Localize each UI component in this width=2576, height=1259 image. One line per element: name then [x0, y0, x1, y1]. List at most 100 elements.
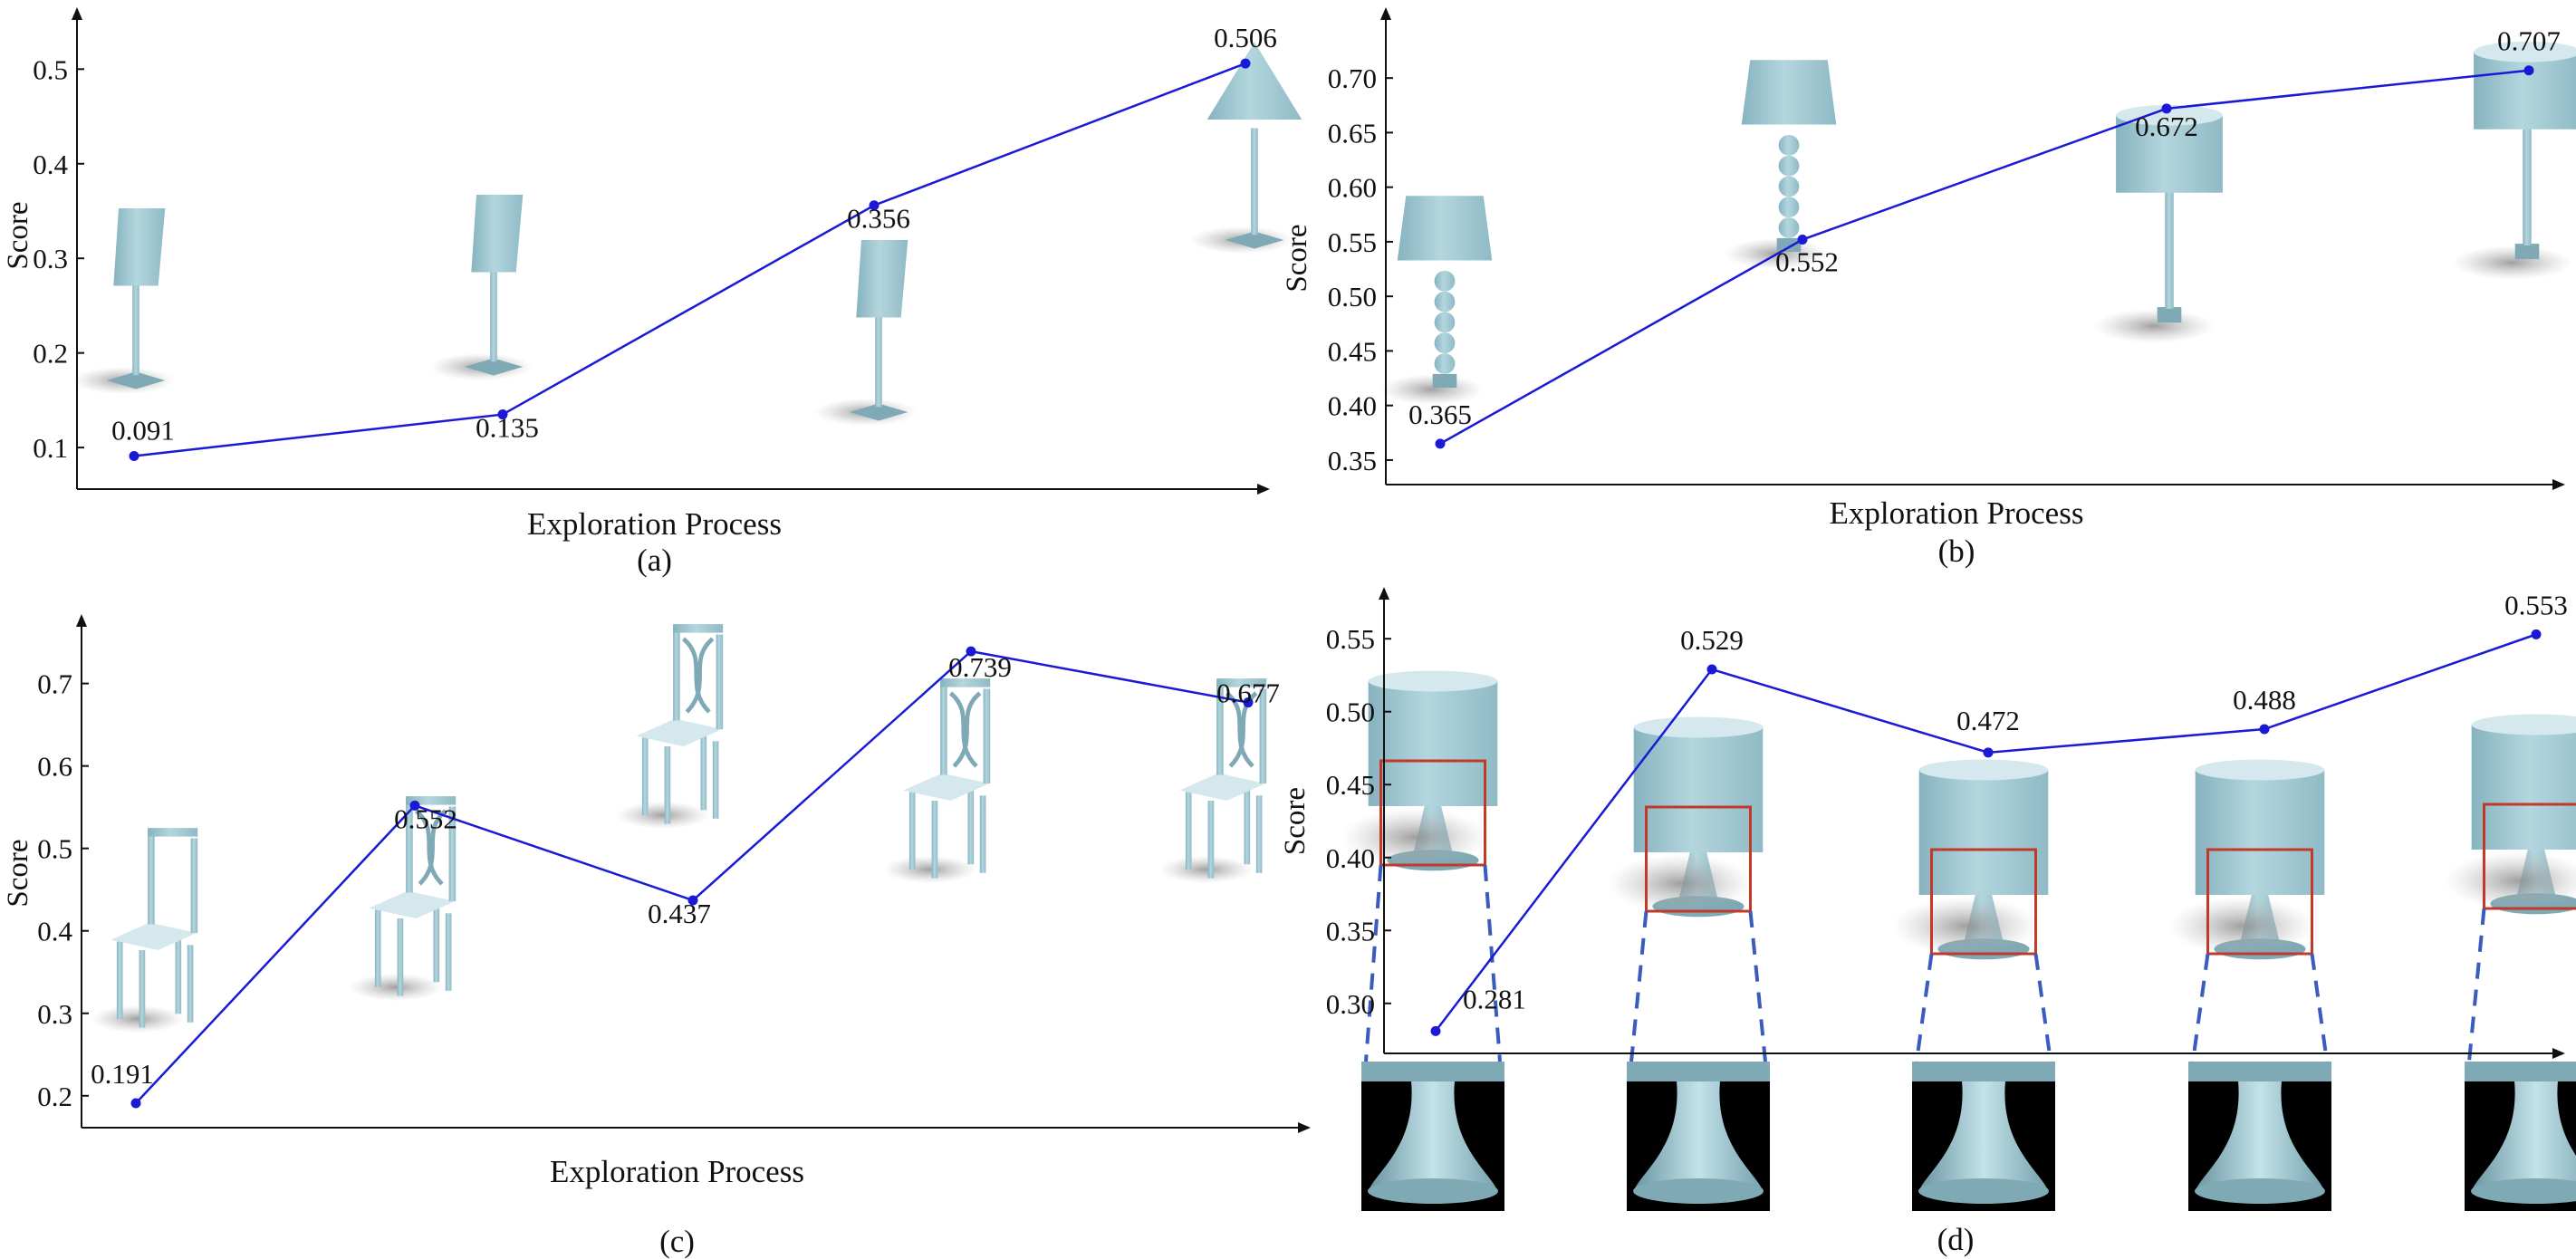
series-line	[133, 62, 1246, 457]
chair-ornament	[685, 637, 715, 714]
inset-stem	[1370, 1081, 1496, 1188]
lamp-shade	[1206, 42, 1302, 120]
lamp-shade	[1633, 727, 1764, 852]
zoom-inset	[1627, 1062, 1770, 1211]
data-point	[1430, 1025, 1441, 1036]
thumbnail-lamp-pyramid	[1189, 42, 1302, 255]
data-point	[1983, 747, 1994, 758]
lamp-bead	[1434, 332, 1456, 354]
data-label: 0.672	[2135, 111, 2198, 142]
chair-top-rail	[1216, 678, 1267, 687]
data-point	[130, 1098, 141, 1109]
data-label: 0.472	[1956, 705, 2020, 736]
series-line	[135, 649, 1249, 1104]
lamp-bead	[1434, 353, 1456, 374]
lamp-bead	[1778, 176, 1800, 197]
thumbnails	[1341, 670, 2576, 1211]
lamp-shade	[1918, 770, 2049, 895]
lamp-bead	[1778, 155, 1800, 177]
lamp-shade-top	[1368, 670, 1498, 692]
y-tick-label: 0.5	[33, 53, 68, 85]
lamp-base	[2157, 307, 2182, 323]
thumbnail-lamp-square	[813, 240, 918, 427]
lamp-base	[1225, 231, 1284, 249]
data-label: 0.707	[2497, 25, 2561, 57]
lamp-shade	[2474, 52, 2576, 130]
data-label: 0.529	[1680, 624, 1744, 656]
shadow	[90, 1004, 186, 1033]
chair-leg	[700, 732, 707, 811]
chair-seat	[369, 890, 456, 918]
chair-leg	[664, 746, 671, 824]
inset-stem	[1635, 1081, 1762, 1188]
y-tick-label: 0.2	[33, 338, 68, 370]
data-point	[409, 800, 420, 811]
shadow	[1892, 897, 2039, 956]
y-tick-label: 0.35	[1328, 445, 1377, 476]
zoom-inset	[1361, 1062, 1504, 1211]
data-label: 0.506	[1214, 22, 1277, 53]
lamp-shade-top	[2474, 41, 2576, 62]
chair-leg	[641, 737, 649, 815]
inset-shade-bottom	[2465, 1062, 2576, 1081]
zoom-connector	[2191, 953, 2210, 1062]
thumbnail-lamp-drum-base	[1607, 716, 1767, 1062]
y-tick-label: 0.4	[37, 916, 72, 947]
shadow	[2451, 245, 2572, 280]
chair-top-rail	[940, 678, 991, 687]
thumbnail-lamp-beaded	[1379, 196, 1493, 406]
data-label: 0.553	[2504, 589, 2568, 620]
zoom-connector	[1748, 910, 1767, 1062]
lamp-base	[849, 403, 908, 421]
lamp-stem	[132, 285, 139, 376]
data-label: 0.552	[1775, 246, 1839, 278]
chair-leg	[1255, 795, 1263, 873]
chair-back-post	[1216, 680, 1224, 775]
lamp-stem	[490, 272, 497, 362]
lamp-shade-top	[1918, 759, 2049, 781]
inset-base	[2195, 1178, 2325, 1204]
data-label: 0.091	[111, 415, 175, 447]
y-tick-label: 0.60	[1328, 172, 1377, 204]
data-label: 0.281	[1463, 983, 1526, 1014]
panel-caption: (d)	[1937, 1222, 1975, 1257]
inset-shade-bottom	[1627, 1062, 1770, 1081]
shadow	[615, 801, 711, 830]
lamp-base	[1776, 237, 1802, 253]
chair-leg	[712, 741, 719, 819]
data-point	[129, 451, 139, 462]
chair-seat	[1179, 773, 1266, 801]
thumbnail-chair-heart	[615, 624, 724, 830]
y-tick-label: 0.40	[1328, 390, 1377, 422]
chair-ornament	[418, 809, 447, 886]
chair-leg	[908, 792, 916, 870]
highlight-box	[1930, 848, 2037, 956]
lamp-bead	[1778, 197, 1800, 218]
shadow	[348, 973, 444, 1002]
data-label: 0.437	[648, 898, 711, 929]
data-point	[2523, 65, 2534, 76]
zoom-inset	[1912, 1062, 2055, 1211]
y-tick-label: 0.50	[1326, 697, 1375, 728]
inset-shade-bottom	[1361, 1062, 1504, 1081]
chair-seat	[636, 718, 723, 746]
chair-leg	[397, 918, 404, 996]
thumbnail-chair-scroll	[1158, 678, 1267, 884]
data-label: 0.365	[1408, 399, 1472, 430]
chair-back-post	[406, 798, 413, 893]
lamp-shade-top	[2471, 714, 2576, 735]
inset-stem	[2473, 1081, 2576, 1188]
lamp-shade	[1741, 60, 1837, 125]
shadow	[2168, 897, 2315, 956]
zoom-connector	[2310, 953, 2329, 1062]
y-tick-label: 0.3	[33, 243, 68, 274]
x-axis-label: Exploration Process	[527, 506, 782, 542]
panel-b: 0.350.400.450.500.550.600.650.70Score0.3…	[1281, 7, 2576, 569]
shadow	[1158, 855, 1254, 884]
y-tick-label: 0.1	[33, 432, 68, 464]
y-tick-label: 0.55	[1328, 226, 1377, 258]
y-tick-label: 0.30	[1326, 988, 1375, 1020]
chair-back-post	[1259, 688, 1267, 783]
data-label: 0.677	[1216, 678, 1280, 709]
